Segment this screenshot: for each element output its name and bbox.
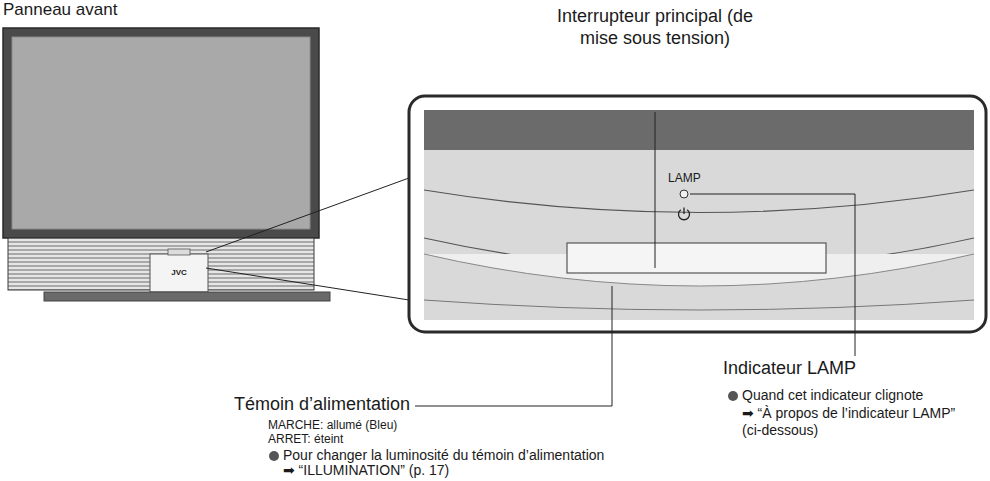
tv-screen (12, 37, 310, 229)
note-text: Quand cet indicateur clignote (742, 387, 923, 404)
center-plate (150, 254, 208, 292)
zoom-line (206, 178, 409, 252)
panel-title: Panneau avant (3, 0, 117, 20)
zoom-panel (409, 96, 986, 332)
lamp-led (680, 190, 688, 198)
panel-top-band (424, 110, 974, 150)
brand-logo: JVC (164, 268, 194, 278)
callout-label: Interrupteur principal (de mise sous ten… (555, 6, 755, 49)
panel-curve (424, 300, 974, 310)
tv-illustration (3, 28, 330, 301)
leader-line (690, 194, 855, 356)
switch-illustration (168, 249, 190, 255)
panel-curve (424, 190, 974, 213)
panel-marking: LAMP (668, 171, 701, 185)
note-text: ARRET: éteint (268, 432, 343, 446)
reference-text: ➡ “À propos de l’indicateur LAMP” (ci-de… (742, 405, 977, 439)
main-switch (567, 243, 826, 273)
leader-line (655, 112, 656, 268)
note-text: Pour changer la luminosité du témoin d’a… (283, 447, 604, 464)
zoom-frame (409, 96, 986, 332)
tv-stand (44, 292, 330, 301)
reference-text: ➡ “ILLUMINATION” (p. 17) (283, 462, 449, 479)
bullet (728, 391, 738, 401)
callout-label: Indicateur LAMP (723, 358, 856, 380)
tv-bezel (3, 28, 319, 238)
callout-label: Témoin d’alimentation (234, 394, 410, 416)
note-text: MARCHE: allumé (Bleu) (268, 418, 397, 432)
panel-ground (424, 110, 974, 320)
leader-line (415, 286, 612, 406)
zoom-line (206, 268, 409, 300)
bullet (269, 451, 279, 461)
power-symbol (679, 208, 690, 220)
